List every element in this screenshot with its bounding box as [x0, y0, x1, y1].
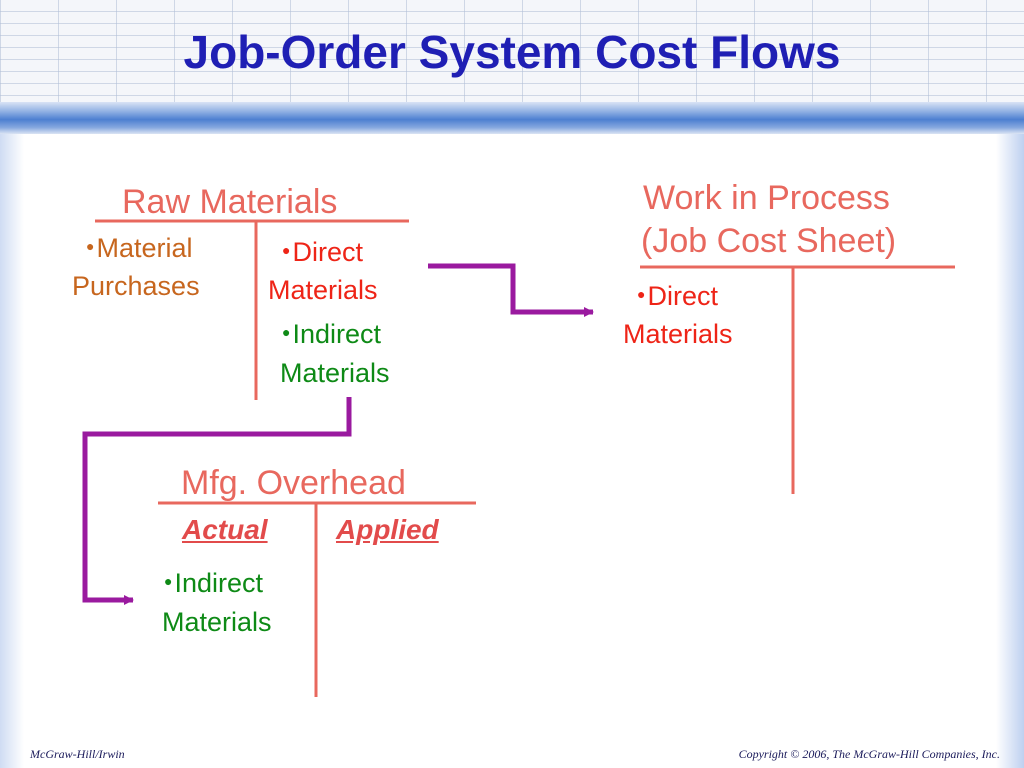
material-purchases-line2: Purchases	[72, 271, 200, 301]
rm-indirect-materials-line2: Materials	[280, 358, 390, 388]
slide-title: Job-Order System Cost Flows	[183, 26, 841, 78]
wip-title-line1: Work in Process	[643, 179, 890, 217]
material-purchases-line1: ●Material	[86, 233, 193, 263]
indirect-materials-flow-arrow	[82, 397, 352, 605]
rm-indirect-materials-line1: ●Indirect	[282, 319, 382, 349]
rm-direct-materials-line1: ●Direct	[282, 237, 363, 267]
overhead-actual-label: Actual	[182, 514, 268, 545]
overhead-indirect-materials-line2: Materials	[162, 607, 272, 637]
header-blue-bar	[0, 102, 1024, 134]
overhead-applied-label: Applied	[336, 514, 439, 545]
bullet-icon: ●	[282, 324, 291, 340]
header-background	[0, 0, 1024, 102]
right-edge-gradient	[996, 134, 1024, 768]
wip-direct-materials-line2: Materials	[623, 319, 733, 349]
wip-title-line2: (Job Cost Sheet)	[641, 222, 897, 260]
bullet-icon: ●	[164, 573, 173, 589]
bullet-icon: ●	[282, 242, 291, 258]
bullet-icon: ●	[637, 286, 646, 302]
wip-direct-materials-line1: ●Direct	[637, 281, 718, 311]
overhead-indirect-materials-line1: ●Indirect	[164, 568, 264, 598]
rm-direct-materials-line2: Materials	[268, 275, 378, 305]
left-edge-gradient	[0, 134, 24, 768]
overhead-title: Mfg. Overhead	[181, 464, 406, 502]
footer-copyright: Copyright © 2006, The McGraw-Hill Compan…	[738, 747, 1000, 761]
direct-materials-flow-arrow	[428, 263, 594, 317]
footer-publisher: McGraw-Hill/Irwin	[30, 747, 125, 761]
bullet-icon: ●	[86, 238, 95, 254]
raw-materials-title: Raw Materials	[122, 183, 338, 221]
